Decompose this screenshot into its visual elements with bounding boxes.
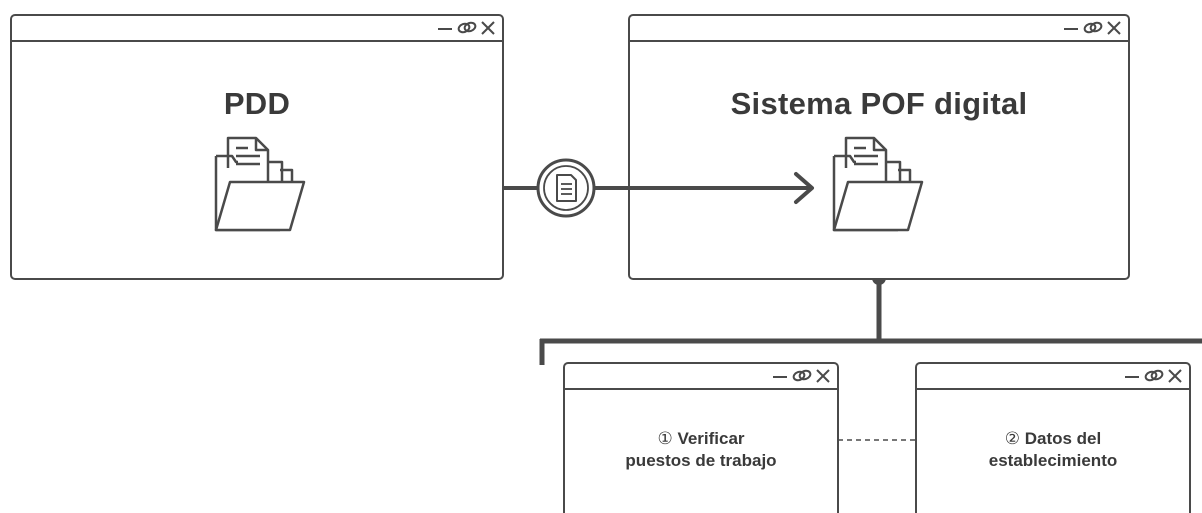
step1-label-line2: puestos de trabajo	[625, 451, 777, 470]
step1-label: ① Verificar puestos de trabajo	[565, 428, 837, 472]
link-icon[interactable]	[1082, 19, 1104, 37]
folder-document-icon	[832, 136, 924, 232]
step2-line1-text: Datos del	[1024, 429, 1102, 448]
close-icon[interactable]	[1167, 367, 1183, 385]
minimize-icon[interactable]	[1062, 19, 1080, 37]
window-controls	[771, 366, 831, 386]
pdd-window-titlebar	[12, 16, 502, 42]
step2-label: ② Datos del establecimiento	[917, 428, 1189, 472]
step2-number: ②	[1004, 429, 1020, 448]
step1-label-line1: ① Verificar	[565, 428, 837, 450]
step2-window-titlebar	[917, 364, 1189, 390]
step1-window-titlebar	[565, 364, 837, 390]
step1-window: ① Verificar puestos de trabajo	[563, 362, 839, 513]
minimize-icon[interactable]	[436, 19, 454, 37]
close-icon[interactable]	[480, 19, 496, 37]
step1-number: ①	[657, 429, 673, 448]
step2-window: ② Datos del establecimiento	[915, 362, 1191, 513]
minimize-icon[interactable]	[1123, 367, 1141, 385]
step2-label-line2: establecimiento	[988, 451, 1118, 470]
close-icon[interactable]	[815, 367, 831, 385]
arrow-right-icon	[794, 172, 814, 204]
sistema-title: Sistema POF digital	[730, 86, 1028, 121]
window-controls	[436, 18, 496, 38]
minimize-icon[interactable]	[771, 367, 789, 385]
folder-document-icon	[214, 136, 306, 232]
pdd-window: PDD	[10, 14, 504, 280]
window-controls	[1062, 18, 1122, 38]
document-icon	[536, 158, 596, 218]
close-icon[interactable]	[1106, 19, 1122, 37]
window-controls	[1123, 366, 1183, 386]
link-icon[interactable]	[456, 19, 478, 37]
sistema-window-titlebar	[630, 16, 1128, 42]
step1-line1-text: Verificar	[677, 429, 745, 448]
link-icon[interactable]	[791, 367, 813, 385]
link-icon[interactable]	[1143, 367, 1165, 385]
step2-label-line1: ② Datos del	[917, 428, 1189, 450]
pdd-title: PDD	[223, 86, 291, 121]
sistema-window: Sistema POF digital	[628, 14, 1130, 280]
